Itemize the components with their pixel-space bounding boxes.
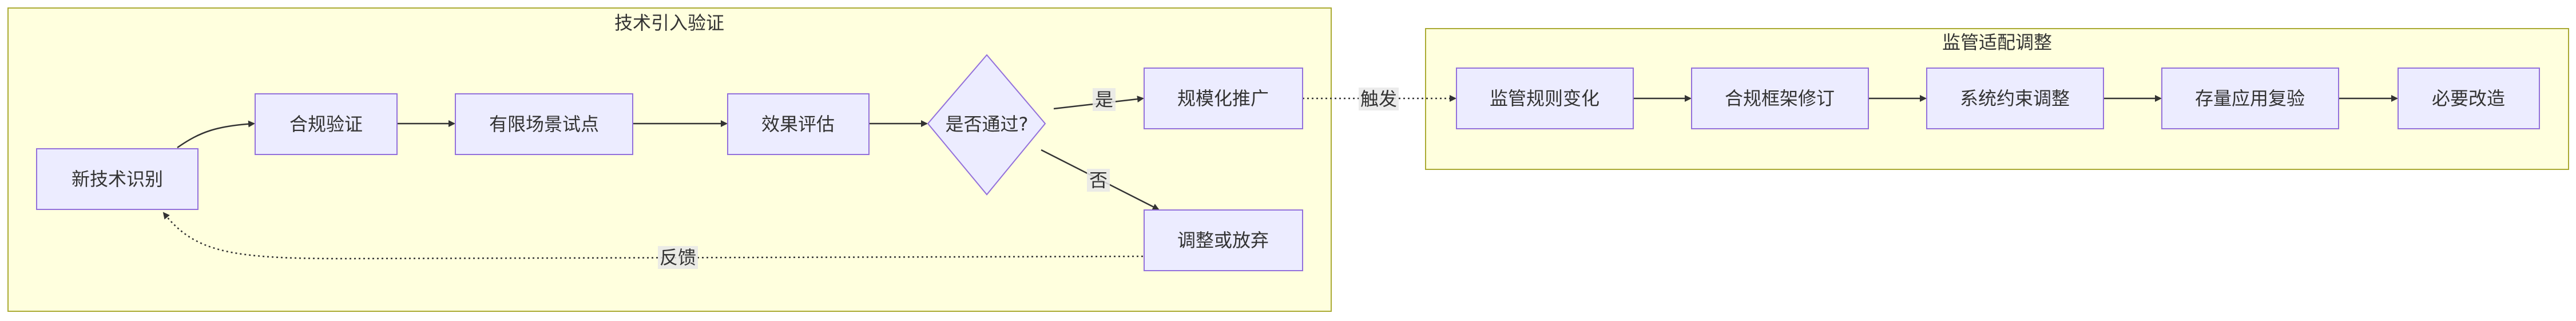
- svg-text:是: 是: [1095, 89, 1113, 110]
- svg-text:效果评估: 效果评估: [761, 113, 835, 135]
- node-scale-promotion[interactable]: 规模化推广: [1144, 68, 1303, 129]
- node-framework-revision[interactable]: 合规框架修订: [1691, 68, 1869, 129]
- svg-text:反馈: 反馈: [660, 247, 696, 268]
- svg-text:合规框架修订: 合规框架修订: [1725, 88, 1835, 109]
- edge-newtech-compliance: [177, 120, 255, 149]
- svg-text:有限场景试点: 有限场景试点: [489, 113, 599, 135]
- edge-label-no: 否: [1087, 169, 1110, 192]
- node-compliance-verification[interactable]: 合规验证: [255, 93, 398, 155]
- svg-text:监管规则变化: 监管规则变化: [1490, 88, 1599, 109]
- svg-text:系统约束调整: 系统约束调整: [1960, 88, 2070, 109]
- svg-text:规模化推广: 规模化推广: [1177, 88, 1269, 109]
- svg-text:合规验证: 合规验证: [289, 113, 363, 135]
- cluster-reg-title: 监管适配调整: [1942, 31, 2052, 53]
- edge-adjust-feedback: [162, 212, 1144, 260]
- node-adjust-or-abandon[interactable]: 调整或放弃: [1144, 209, 1303, 271]
- svg-text:触发: 触发: [1360, 88, 1397, 110]
- node-decision-pass[interactable]: 是否通过?: [927, 54, 1046, 196]
- edge-label-trigger: 触发: [1359, 88, 1399, 110]
- node-effect-evaluation[interactable]: 效果评估: [727, 93, 870, 155]
- svg-text:必要改造: 必要改造: [2432, 88, 2505, 109]
- svg-text:否: 否: [1089, 169, 1108, 191]
- svg-text:存量应用复验: 存量应用复验: [2195, 88, 2305, 109]
- edge-label-yes: 是: [1093, 88, 1116, 111]
- node-constraint-adjustment[interactable]: 系统约束调整: [1926, 68, 2104, 129]
- edge-label-feedback: 反馈: [658, 246, 698, 269]
- node-limited-pilot[interactable]: 有限场景试点: [455, 93, 633, 155]
- cluster-tech-title: 技术引入验证: [614, 12, 724, 34]
- node-new-tech-identification[interactable]: 新技术识别: [36, 148, 199, 210]
- svg-text:新技术识别: 新技术识别: [72, 168, 163, 190]
- node-regulation-change[interactable]: 监管规则变化: [1456, 68, 1634, 129]
- svg-text:调整或放弃: 调整或放弃: [1177, 229, 1269, 251]
- node-existing-review[interactable]: 存量应用复验: [2161, 68, 2339, 129]
- svg-text:是否通过?: 是否通过?: [946, 113, 1029, 135]
- node-necessary-rectification[interactable]: 必要改造: [2398, 68, 2540, 129]
